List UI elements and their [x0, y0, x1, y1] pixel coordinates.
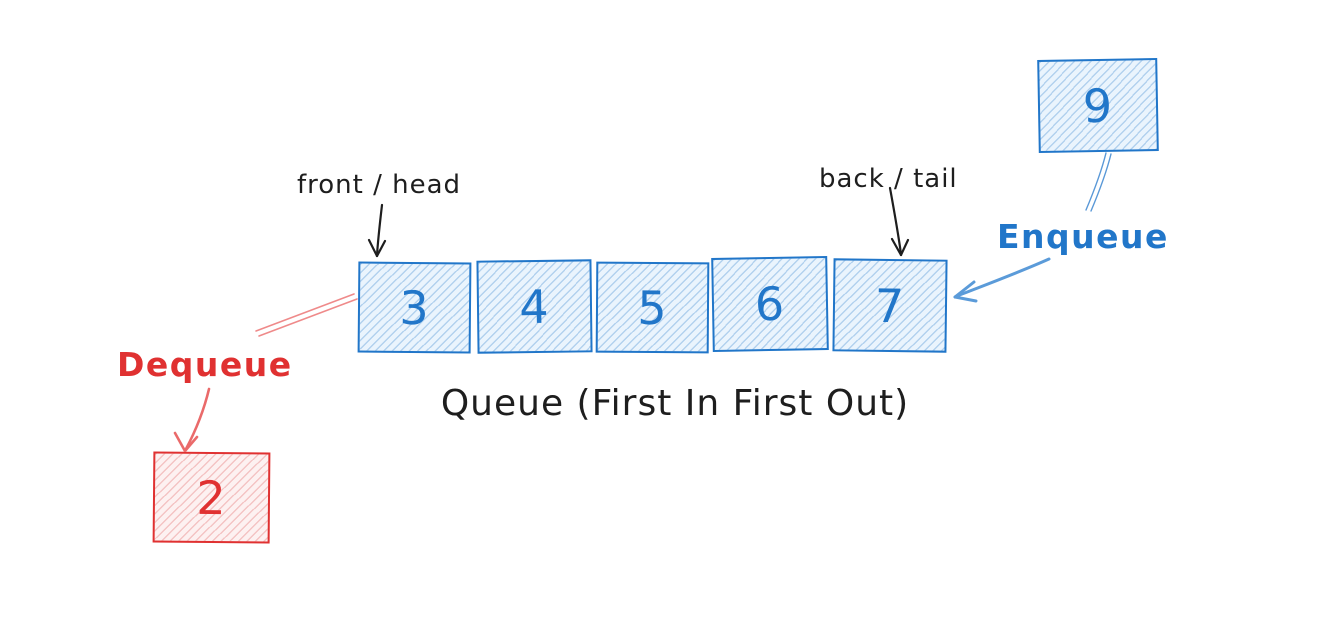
queue-cell-value: 4	[519, 279, 550, 334]
back-pointer-arrow	[888, 186, 910, 257]
dequeue-value: 2	[196, 470, 227, 525]
queue-cell: 5	[595, 261, 710, 354]
queue-cell: 3	[357, 261, 472, 354]
queue-cell-value: 6	[754, 276, 786, 332]
back-tail-label: back / tail	[819, 164, 958, 194]
queue-cell-value: 7	[874, 278, 906, 333]
diagram-title: Queue (First In First Out)	[440, 383, 910, 424]
front-pointer-arrow	[367, 203, 387, 258]
queue-cell: 7	[832, 258, 948, 353]
dequeue-arrow	[173, 387, 211, 453]
dequeue-value-box: 2	[152, 451, 271, 544]
enqueue-connector-line	[1085, 152, 1112, 212]
dequeue-label: Dequeue	[117, 345, 293, 384]
queue-cell-value: 5	[637, 280, 668, 335]
dequeue-connector-line	[255, 293, 358, 337]
queue-cell-value: 3	[399, 280, 430, 335]
queue-cell: 6	[711, 255, 829, 353]
enqueue-label: Enqueue	[997, 217, 1169, 256]
enqueue-value-box: 9	[1037, 57, 1159, 154]
queue-cell: 4	[476, 259, 593, 354]
front-head-label: front / head	[297, 170, 462, 200]
enqueue-arrow	[953, 257, 1051, 303]
enqueue-value: 9	[1082, 78, 1114, 133]
